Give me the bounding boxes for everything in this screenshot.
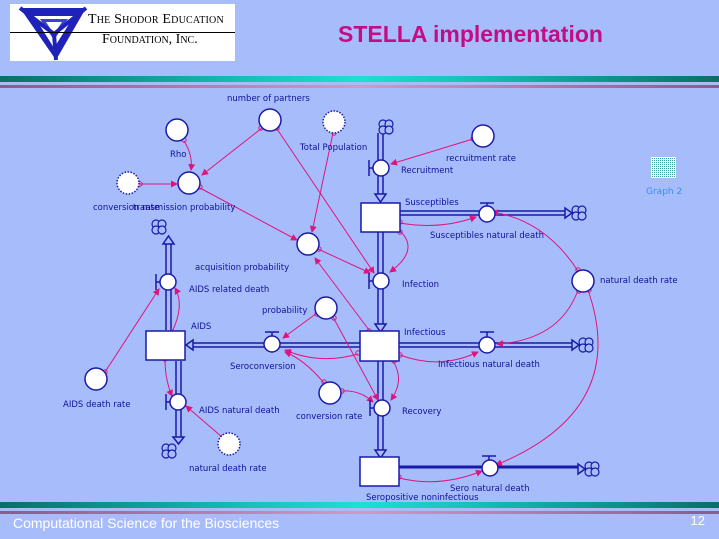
converter-rho[interactable]: [165, 118, 189, 142]
footer-divider-pink: [0, 511, 719, 514]
page-number: 12: [690, 513, 705, 528]
graph-pad[interactable]: Graph 2: [646, 157, 682, 197]
converter-number-of-partners[interactable]: [258, 108, 282, 132]
logo-rule: [10, 32, 235, 33]
converter-total-population-ghost[interactable]: [322, 110, 346, 134]
shodor-logo: The Shodor Education Foundation, Inc.: [10, 4, 235, 61]
connector-partners-to-infection: [276, 128, 375, 274]
label-aids-natural-death: AIDS natural death: [199, 406, 280, 416]
connector-acq-to-infection: [317, 248, 371, 274]
flow-valve-aids-natural-death[interactable]: [165, 393, 187, 411]
stock-susceptibles[interactable]: [360, 202, 401, 233]
label-aids: AIDS: [191, 322, 211, 332]
flow-valve-sero-natural-death[interactable]: [481, 455, 499, 477]
flow-valve-aids-related-death[interactable]: [155, 273, 177, 291]
converter-transmission-probability[interactable]: [177, 171, 201, 195]
connector-ndr-to-serodeath: [495, 289, 599, 466]
cloud-icon: [161, 443, 177, 459]
connector-totalpop-to-acquisition: [309, 132, 334, 233]
flow-valve-seroconversion[interactable]: [263, 331, 281, 353]
connector-aidsdeathrate-to-aidsdeath: [104, 288, 160, 373]
converter-conversion-rate[interactable]: [318, 381, 342, 405]
connector-susc-to-suscdeath: [399, 215, 477, 226]
cloud-icon: [584, 461, 600, 477]
logo-text-line1: The Shodor Education: [88, 12, 224, 27]
label-aids-related-death: AIDS related death: [189, 285, 269, 295]
graph-label: Graph 2: [646, 187, 682, 197]
connector-partners-to-transmission: [201, 127, 263, 176]
connector-ndr-to-suscdeath: [491, 209, 579, 272]
label-total-population: Total Population: [299, 143, 367, 153]
label-recruitment-rate: recruitment rate: [446, 154, 516, 164]
slide-title: STELLA implementation: [338, 21, 603, 47]
logo-text-line2: Foundation, Inc.: [102, 32, 198, 47]
connector-ndrghost-to-aidsnatdeath: [185, 405, 223, 438]
converter-natural-death-rate-ghost[interactable]: [217, 432, 241, 456]
connector-rho-to-transmission: [183, 140, 196, 171]
connector-infectious-to-infdeath: [399, 351, 479, 363]
stock-seropositive[interactable]: [359, 456, 400, 487]
connector-aids-to-aidsnatdeath: [164, 358, 173, 397]
footer-course-title: Computational Science for the Bioscience…: [13, 515, 280, 531]
label-probability: probability: [262, 306, 307, 316]
connector-ndr-to-infdeath: [496, 289, 579, 348]
cloud-icon: [151, 219, 167, 235]
label-natural-death-rate-ghost: natural death rate: [189, 464, 267, 474]
connectors: [104, 127, 599, 483]
label-sero-natural-death: Sero natural death: [450, 484, 529, 494]
converter-aids-death-rate[interactable]: [84, 367, 108, 391]
connector-infectious-to-recovery: [390, 360, 399, 401]
stock-aids[interactable]: [145, 330, 186, 361]
converter-probability[interactable]: [314, 296, 338, 320]
label-susceptibles: Susceptibles: [405, 198, 459, 208]
flow-valve-susceptibles-natural-death[interactable]: [478, 202, 496, 223]
flow-valve-infection[interactable]: [368, 272, 390, 290]
connector-transmission-to-acquisition: [199, 187, 298, 241]
label-seroconversion: Seroconversion: [230, 362, 296, 372]
cloud-icon: [571, 205, 587, 221]
connector-aids-to-aidsdeath: [171, 287, 182, 333]
connector-sero-to-serodeath: [398, 470, 483, 483]
label-transmission-probability: transmission probability: [133, 203, 235, 213]
cloud-icon: [578, 337, 594, 353]
label-recovery: Recovery: [402, 407, 441, 417]
label-acquisition-probability: acquisition probability: [195, 263, 289, 273]
label-aids-death-rate: AIDS death rate: [63, 400, 131, 410]
connector-prob-to-recovery: [332, 316, 379, 401]
connector-convrate-to-recovery: [341, 390, 374, 403]
label-conversion-rate: conversion rate: [296, 412, 362, 422]
connector-prob-to-serocon: [282, 312, 318, 339]
connector-susc-to-infection: [389, 230, 409, 273]
converter-conversion-rate-ghost[interactable]: [116, 171, 140, 195]
connector-recruitrate-to-recruitment: [390, 138, 474, 166]
label-natural-death-rate: natural death rate: [600, 276, 678, 286]
header-divider-teal: [0, 76, 719, 82]
label-conversion-rate-ghost: conversion rate: [93, 203, 159, 213]
flow-valve-infectious-natural-death[interactable]: [478, 331, 496, 354]
stock-infectious[interactable]: [359, 330, 400, 362]
converter-natural-death-rate[interactable]: [571, 269, 595, 293]
converter-recruitment-rate[interactable]: [471, 124, 495, 148]
label-susceptibles-natural-death: Susceptibles natural death: [430, 231, 544, 241]
label-number-of-partners: number of partners: [227, 94, 310, 104]
label-seropositive-noninfectious: Seropositive noninfectious: [366, 493, 479, 503]
flow-valve-recovery[interactable]: [369, 399, 391, 417]
connector-infectious-to-acq: [314, 257, 370, 331]
flow-pipes: [161, 133, 587, 476]
label-recruitment: Recruitment: [401, 166, 454, 176]
cloud-icon: [378, 119, 394, 135]
label-infection: Infection: [402, 280, 439, 290]
flow-valve-recruitment[interactable]: [368, 159, 390, 177]
converter-acquisition-probability[interactable]: [296, 232, 320, 256]
label-infectious: Infectious: [404, 328, 446, 338]
graph-icon[interactable]: [651, 157, 676, 178]
header-divider-pink: [0, 85, 719, 88]
label-rho: Rho: [170, 150, 187, 160]
connector-convrate-to-serocon: [284, 350, 325, 384]
label-infectious-natural-death: Infectious natural death: [438, 360, 540, 370]
footer-divider-teal: [0, 502, 719, 508]
